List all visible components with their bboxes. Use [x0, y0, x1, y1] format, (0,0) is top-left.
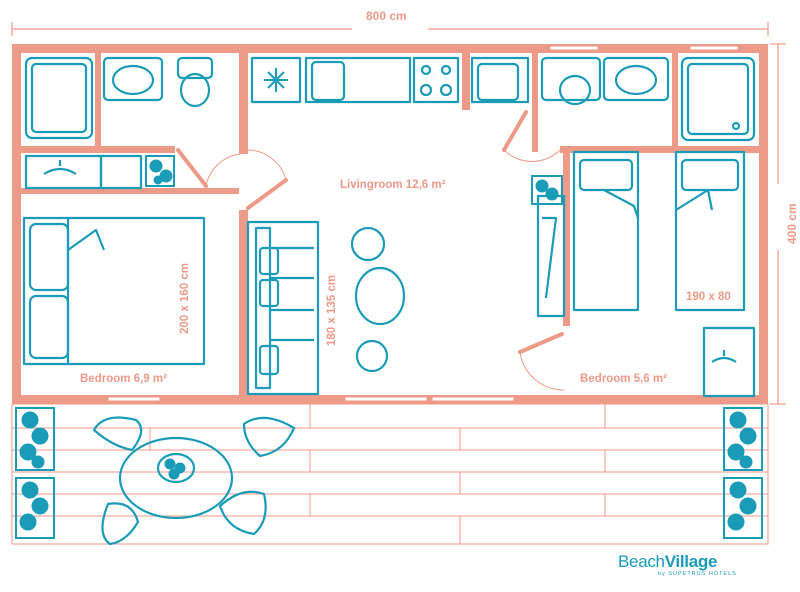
double-bed-size-label: 200 x 160 cm — [179, 263, 191, 334]
furniture — [22, 56, 756, 546]
single-bed-2 — [674, 150, 746, 312]
sink-left — [102, 56, 164, 102]
bedroom-right-label: Bedroom 5,6 m² — [580, 373, 667, 385]
walls — [12, 44, 768, 404]
fridge — [250, 56, 302, 104]
dimension-lines — [11, 22, 786, 405]
plants — [15, 155, 763, 539]
fruit-bowl-icon — [164, 458, 186, 480]
stove — [412, 56, 460, 104]
sink-right — [602, 56, 670, 102]
plant-icon — [15, 477, 55, 539]
snowflake-icon — [264, 68, 288, 92]
bedroom-left-label: Bedroom 6,9 m² — [80, 373, 167, 385]
brand-tagline: by SUPETRUS HOTELS — [658, 571, 737, 577]
brand-name-bold: Village — [664, 552, 718, 571]
shower-left — [24, 56, 94, 140]
outdoor-chair — [218, 490, 267, 536]
double-bed — [22, 216, 206, 366]
shower-right — [680, 56, 756, 142]
windows — [107, 45, 739, 402]
wardrobe-right — [702, 326, 756, 398]
toilet-right — [540, 56, 602, 102]
plant-icon — [531, 175, 563, 205]
sofa — [246, 220, 320, 396]
chair — [350, 226, 386, 262]
wardrobe-left — [24, 154, 103, 190]
plant-icon — [15, 407, 55, 471]
plant-icon — [723, 477, 763, 539]
brand-name-light: Beach — [618, 552, 665, 571]
counter — [304, 56, 412, 104]
plant-icon — [145, 155, 175, 187]
outdoor-chair — [242, 416, 296, 458]
height-dimension-label: 400 cm — [785, 203, 799, 244]
table — [354, 266, 406, 326]
appliance — [470, 56, 530, 104]
single-bed-1 — [572, 150, 640, 312]
plant-icon — [723, 407, 763, 471]
toilet-left — [176, 56, 214, 80]
brand-logo: BeachVillage by SUPETRUS HOTELS — [618, 552, 737, 577]
outdoor-table — [118, 436, 234, 520]
sofa-size-label: 180 x 135 cm — [326, 275, 338, 346]
livingroom-label: Livingroom 12,6 m² — [340, 179, 446, 191]
chair — [355, 339, 389, 373]
outdoor-chair — [92, 416, 143, 452]
single-bed-size-label: 190 x 80 — [686, 291, 731, 303]
deck — [11, 403, 769, 545]
outdoor-chair — [101, 502, 140, 546]
door-swings — [205, 147, 565, 391]
width-dimension-label: 800 cm — [366, 9, 407, 23]
doors — [176, 110, 564, 354]
